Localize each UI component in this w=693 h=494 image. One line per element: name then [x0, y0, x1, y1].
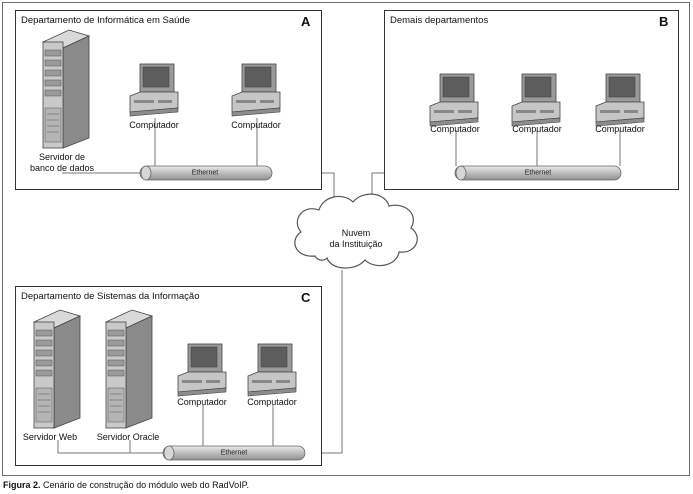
- cloud-label-line2: da Instituição: [329, 239, 383, 249]
- department-b-letter: B: [659, 14, 669, 29]
- department-b-title: Demais departamentos: [390, 15, 489, 26]
- database-server-label-line2: banco de dados: [29, 163, 95, 173]
- ethernet-cable-b: [454, 130, 622, 181]
- oracle-server-label: Servidor Oracle: [96, 432, 160, 442]
- ethernet-label-a: Ethernet: [191, 169, 219, 177]
- computer-b1-icon: [429, 73, 479, 127]
- database-server-label: Servidor de banco de dados: [30, 152, 94, 174]
- computer-b1-label: Computador: [430, 124, 480, 134]
- computer-a2-label: Computador: [231, 120, 281, 130]
- computer-b3-icon: [595, 73, 645, 127]
- figure-caption-text: Cenário de construção do módulo web do R…: [40, 480, 249, 490]
- ethernet-cable-a: [62, 118, 273, 181]
- computer-a1-label: Computador: [129, 120, 179, 130]
- figure-caption-prefix: Figura 2.: [3, 480, 41, 490]
- department-c-title: Departamento de Sistemas da Informação: [21, 291, 200, 302]
- ethernet-label-b: Ethernet: [524, 169, 552, 177]
- computer-c2-icon: [247, 343, 297, 397]
- department-a-letter: A: [301, 14, 311, 29]
- database-server-icon: [41, 29, 91, 149]
- computer-c2-label: Computador: [247, 397, 297, 407]
- ethernet-cable-c: [57, 405, 306, 461]
- computer-b2-icon: [511, 73, 561, 127]
- computer-b2-label: Computador: [512, 124, 562, 134]
- computer-a2-icon: [231, 63, 281, 117]
- cloud-label: Nuvem da Instituição: [329, 228, 382, 250]
- oracle-server-icon: [104, 309, 154, 429]
- computer-c1-label: Computador: [177, 397, 227, 407]
- figure-caption: Figura 2. Cenário de construção do módul…: [3, 480, 249, 490]
- cloud-icon: [294, 193, 418, 269]
- cloud-label-line1: Nuvem: [341, 228, 371, 238]
- computer-c1-icon: [177, 343, 227, 397]
- ethernet-label-c: Ethernet: [220, 449, 248, 457]
- figure-frame: [2, 2, 690, 476]
- department-c-letter: C: [301, 290, 311, 305]
- web-server-icon: [32, 309, 82, 429]
- computer-a1-icon: [129, 63, 179, 117]
- computer-b3-label: Computador: [595, 124, 645, 134]
- database-server-label-line1: Servidor de: [38, 152, 86, 162]
- web-server-label: Servidor Web: [22, 432, 78, 442]
- department-a-title: Departamento de Informática em Saúde: [21, 15, 190, 26]
